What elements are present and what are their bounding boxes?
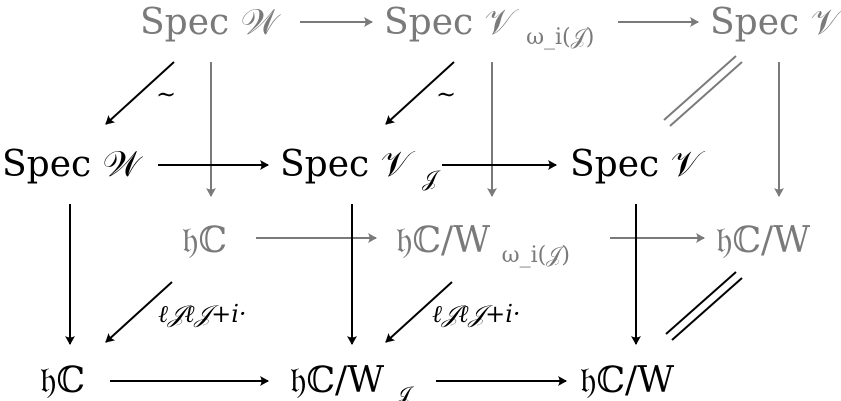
arrow-diag-tilde-1 (105, 61, 175, 125)
node-h-c-front: 𝔥ℂ (40, 360, 85, 401)
label-tilde-2: ∼ (436, 80, 456, 108)
equal-back-top-2 (663, 55, 737, 121)
label-ell-1: ℓ𝒥ℓ𝒥+i· (158, 300, 247, 328)
equal-front-bot-2 (665, 271, 737, 335)
node-h-c-mod-w-j-front-sub: 𝒥 (396, 383, 415, 401)
node-h-c-mod-w-omega-back-sub: ω_i(𝒥) (502, 243, 570, 268)
node-spec-v-back: Spec 𝒱 (710, 2, 841, 43)
node-h-c-mod-w-j-front: 𝔥ℂ/W 𝒥 (290, 360, 415, 401)
label-tilde-1: ∼ (156, 80, 176, 108)
node-spec-v-j-front-sub: 𝒥 (422, 167, 441, 192)
node-h-c-mod-w-omega-back-main: 𝔥ℂ/W (396, 220, 490, 261)
node-h-c-mod-w-back: 𝔥ℂ/W (716, 220, 810, 261)
node-spec-v-j-front: Spec 𝒱 𝒥 (280, 144, 441, 192)
node-h-c-mod-w-j-front-main: 𝔥ℂ/W (290, 360, 384, 401)
arrow-diag-ell-1 (105, 281, 173, 343)
node-h-c-mod-w-omega-back: 𝔥ℂ/W ω_i(𝒥) (396, 220, 570, 268)
node-spec-v-omega-back: Spec 𝒱 ω_i(𝒥) (384, 2, 594, 50)
node-spec-v-omega-back-main: Spec 𝒱 (384, 2, 520, 43)
label-ell-2: ℓ𝒥ℓ𝒥+i· (432, 300, 521, 328)
equal-front-bot-1 (671, 277, 743, 341)
node-h-c-back: 𝔥ℂ (182, 220, 227, 261)
node-spec-v-front: Spec 𝒱 (570, 144, 706, 185)
node-spec-w-front: Spec 𝒲 (2, 144, 144, 185)
equal-back-top-1 (669, 61, 743, 127)
arrow-diag-tilde-2 (385, 61, 455, 125)
node-h-c-mod-w-front: 𝔥ℂ/W (580, 360, 674, 401)
arrow-diag-ell-2 (385, 281, 453, 343)
node-spec-w-back: Spec 𝒲 (140, 2, 282, 43)
node-spec-v-j-front-main: Spec 𝒱 (280, 144, 416, 185)
node-spec-v-omega-back-sub: ω_i(𝒥) (526, 25, 594, 50)
